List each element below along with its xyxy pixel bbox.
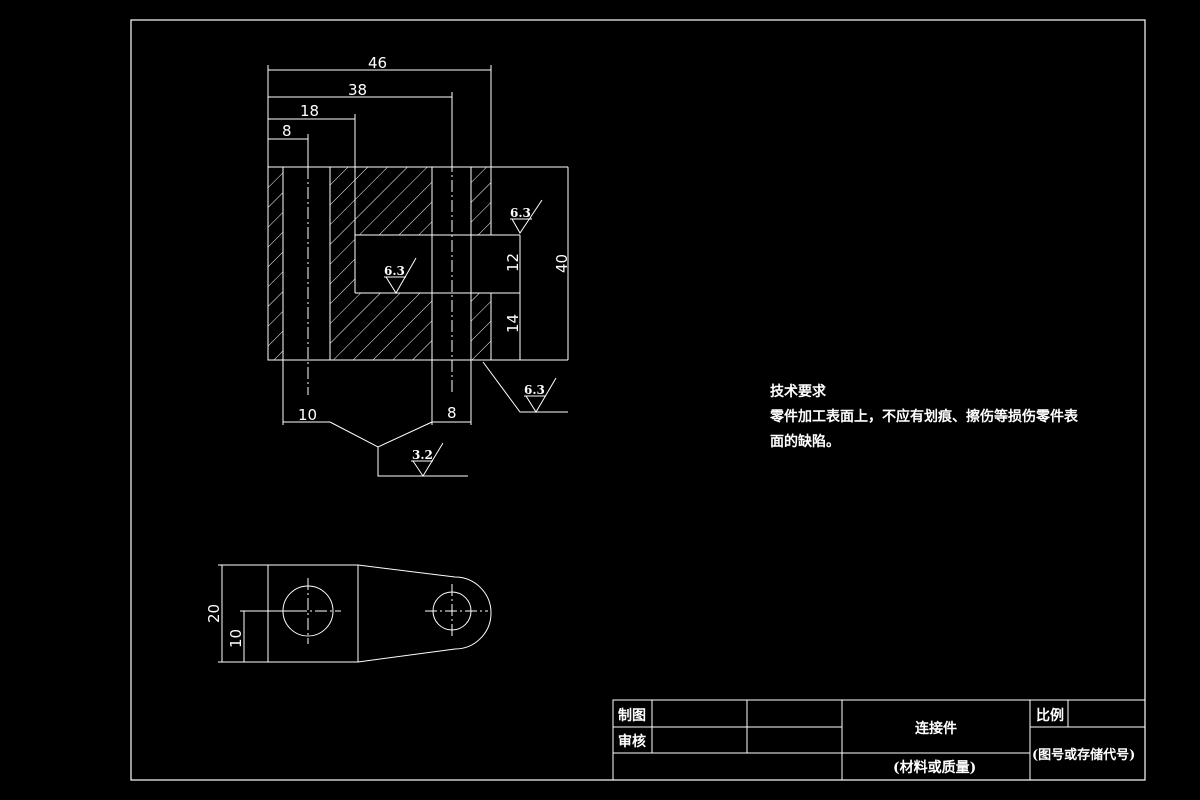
- roughness-symbol-bottom: [412, 442, 444, 477]
- notes-line-1: 零件加工表面上，不应有划痕、擦伤等损伤零件表: [769, 408, 1079, 425]
- roughness-symbol-center: [385, 257, 417, 294]
- scale-label: 比例: [1036, 707, 1064, 724]
- dim-10-side: 10: [227, 629, 245, 648]
- dim-8-bottom: 8: [447, 404, 457, 422]
- hatch-left-strip: [268, 167, 283, 360]
- notes-line-2: 面的缺陷。: [770, 433, 840, 450]
- dim-40: 40: [553, 254, 571, 273]
- dim-46: 46: [368, 54, 387, 72]
- dim-38: 38: [348, 81, 367, 99]
- part-name: 连接件: [915, 720, 957, 737]
- checked-by-label: 审核: [618, 733, 646, 750]
- hatch-right-strip-top: [471, 167, 491, 235]
- material-label: (材料或质量): [893, 759, 976, 776]
- dim-8-top: 8: [282, 122, 292, 140]
- roughness-symbol-bottom-right: [525, 377, 557, 413]
- hatch-right-strip-bottom: [471, 293, 491, 360]
- section-outline: [267, 166, 568, 361]
- roughness-symbol-top-right: [511, 199, 543, 234]
- section-view: [267, 65, 569, 477]
- plan-view: [218, 564, 492, 663]
- roughness-label-center: 6.3: [384, 264, 405, 278]
- dim-14: 14: [504, 314, 522, 333]
- notes-title: 技术要求: [770, 383, 827, 400]
- roughness-label-bottom: 3.2: [412, 448, 433, 462]
- dim-20: 20: [205, 604, 223, 623]
- dim-10-bottom: 10: [298, 406, 317, 424]
- dim-18: 18: [300, 102, 319, 120]
- drawn-by-label: 制图: [618, 707, 646, 724]
- roughness-label-bottom-right: 6.3: [524, 383, 545, 397]
- roughness-label-top-right: 6.3: [510, 206, 531, 220]
- drawing-number: (图号或存储代号): [1032, 747, 1135, 763]
- dim-12: 12: [504, 253, 522, 272]
- title-block: [612, 699, 1146, 781]
- hatch-central-body: [330, 167, 432, 360]
